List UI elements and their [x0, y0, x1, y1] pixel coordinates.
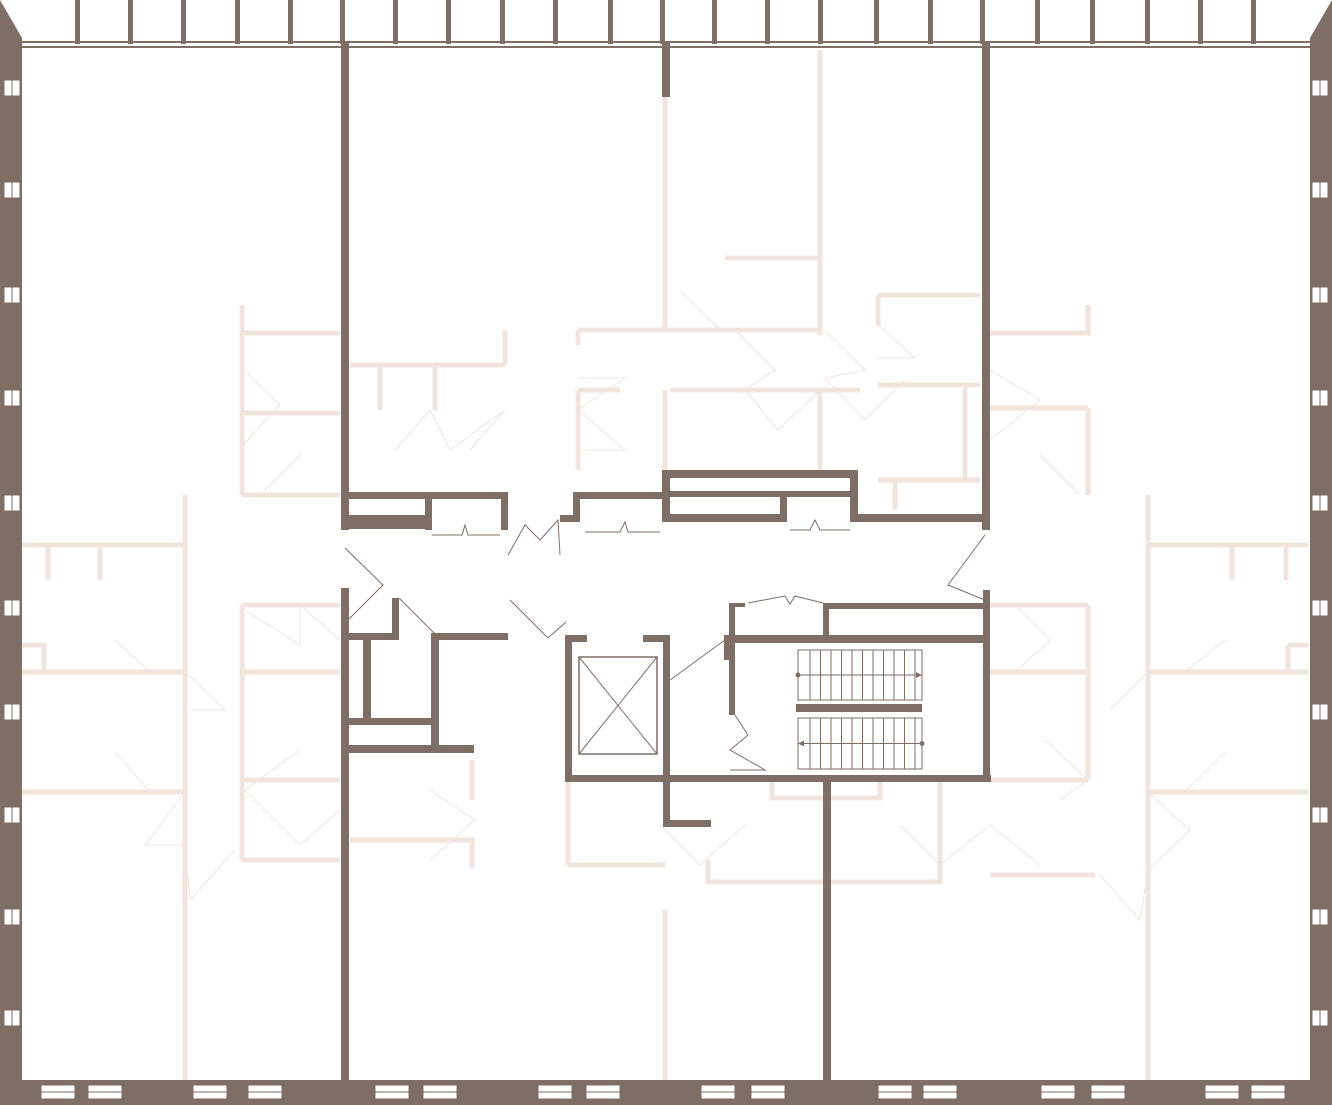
mullion — [288, 0, 293, 44]
mullion — [181, 0, 186, 44]
mullion — [660, 0, 665, 44]
ghost-partitions — [22, 50, 1308, 1080]
mullion — [1090, 0, 1095, 44]
mullion — [608, 0, 613, 44]
mullion — [446, 0, 451, 44]
mullion — [928, 0, 933, 44]
mullion — [980, 0, 985, 44]
mullion — [712, 0, 717, 44]
mullion — [1145, 0, 1150, 44]
mullion — [553, 0, 558, 44]
elevator-shaft-icon — [578, 656, 658, 755]
mullion — [128, 0, 133, 44]
window-frames — [3, 0, 1329, 1100]
mullion — [1251, 0, 1256, 44]
mullion — [393, 0, 398, 44]
mullion — [818, 0, 823, 44]
staircase-icon — [795, 649, 925, 770]
mullion — [1198, 0, 1203, 44]
mullion — [500, 0, 505, 44]
mullion — [340, 0, 345, 44]
mullion — [765, 0, 770, 44]
mullion — [874, 0, 879, 44]
mullion — [235, 0, 240, 44]
mullion — [1035, 0, 1040, 44]
mullion — [75, 0, 80, 44]
door-swings — [114, 289, 1226, 922]
